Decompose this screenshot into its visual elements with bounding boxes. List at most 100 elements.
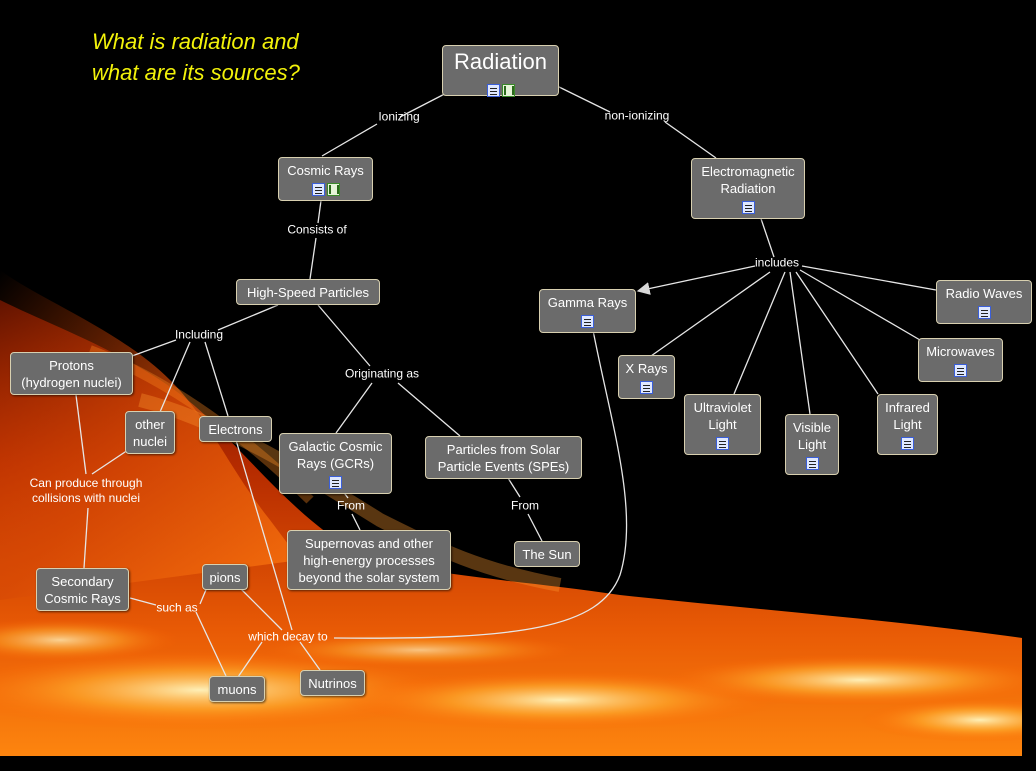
link-label-can-produce: Can produce through collisions with nucl… xyxy=(30,476,143,506)
node-x-rays[interactable]: X Rays xyxy=(618,355,675,399)
line-decay-gamma xyxy=(333,324,628,639)
node-radio-waves[interactable]: Radio Waves xyxy=(936,280,1032,324)
node-electromagnetic-radiation[interactable]: Electromagnetic Radiation xyxy=(691,158,805,219)
node-protons[interactable]: Protons (hydrogen nuclei) xyxy=(10,352,133,395)
node-supernovas-label-3: beyond the solar system xyxy=(298,570,440,585)
node-high-speed-label: High-Speed Particles xyxy=(246,285,370,300)
line-including-protons xyxy=(131,339,177,357)
link-label-ionizing: Ionizing xyxy=(378,109,420,124)
node-uv-label-2: Light xyxy=(708,417,737,432)
line-includes-visible xyxy=(789,271,811,415)
node-solar-particle-events[interactable]: Particles from Solar Particle Events (SP… xyxy=(425,436,582,479)
map-title: What is radiation and what are its sourc… xyxy=(92,26,300,88)
node-muons-label: muons xyxy=(217,682,257,697)
document-icon[interactable] xyxy=(741,201,755,215)
link-label-consists-of: Consists of xyxy=(287,222,347,237)
node-em-label-2: Radiation xyxy=(720,181,776,196)
document-icon[interactable] xyxy=(581,315,594,329)
node-electrons[interactable]: Electrons xyxy=(199,416,272,442)
node-radiation-label: Radiation xyxy=(454,49,547,74)
line-from-sun xyxy=(527,513,543,542)
document-icon[interactable] xyxy=(805,457,819,471)
node-infrared-light[interactable]: Infrared Light xyxy=(877,394,938,455)
node-radiation-resources xyxy=(451,76,550,97)
line-originating-spe xyxy=(397,382,461,437)
node-visible-label-1: Visible xyxy=(792,420,832,435)
line-includes-xrays xyxy=(650,271,771,357)
link-label-includes: includes xyxy=(754,255,800,270)
line-suchas-muons xyxy=(195,611,227,677)
line-originating-gcr xyxy=(335,382,373,434)
node-gcr-label-2: Rays (GCRs) xyxy=(296,456,375,471)
line-protons-canproduce xyxy=(75,394,87,475)
node-visible-resources xyxy=(792,454,832,471)
node-secondary-label-2: Cosmic Rays xyxy=(44,591,121,606)
document-icon[interactable] xyxy=(311,183,325,197)
node-radio-label: Radio Waves xyxy=(945,286,1023,301)
line-including-electrons xyxy=(204,341,229,417)
node-infrared-resources xyxy=(884,434,931,451)
title-line-2: what are its sources? xyxy=(92,60,300,85)
line-spe-from xyxy=(507,477,521,498)
video-icon[interactable] xyxy=(326,183,340,197)
node-xrays-label: X Rays xyxy=(625,361,668,376)
node-electrons-label: Electrons xyxy=(208,422,263,437)
line-othernuclei-canproduce xyxy=(91,449,129,475)
node-gamma-rays[interactable]: Gamma Rays xyxy=(539,289,636,333)
node-spe-label-1: Particles from Solar xyxy=(446,442,561,457)
node-radio-resources xyxy=(943,303,1025,320)
node-nutrinos-label: Nutrinos xyxy=(308,676,357,691)
node-ultraviolet-light[interactable]: Ultraviolet Light xyxy=(684,394,761,455)
node-microwaves[interactable]: Microwaves xyxy=(918,338,1003,382)
link-label-non-ionizing: non-ionizing xyxy=(604,108,670,123)
line-includes-radio xyxy=(801,265,937,291)
node-gamma-label: Gamma Rays xyxy=(547,295,628,310)
node-cosmic-rays[interactable]: Cosmic Rays xyxy=(278,157,373,201)
document-icon[interactable] xyxy=(901,437,914,451)
line-secondary-suchas xyxy=(129,597,157,606)
can-produce-line-2: collisions with nuclei xyxy=(31,491,141,505)
line-from-supernovas xyxy=(351,513,361,531)
node-pions-label: pions xyxy=(209,570,241,585)
line-highspeed-originating xyxy=(317,304,371,367)
node-other-nuclei[interactable]: other nuclei xyxy=(125,411,175,454)
line-including-othernuclei xyxy=(159,341,191,413)
node-em-label-1: Electromagnetic xyxy=(701,164,795,179)
line-nonionizing-em xyxy=(664,121,717,159)
line-decay-muons xyxy=(237,641,263,678)
node-high-speed-particles[interactable]: High-Speed Particles xyxy=(236,279,380,305)
document-icon[interactable] xyxy=(486,83,500,97)
document-icon[interactable] xyxy=(329,476,342,490)
document-icon[interactable] xyxy=(954,364,967,378)
node-visible-light[interactable]: Visible Light xyxy=(785,414,839,475)
node-xrays-resources xyxy=(625,378,668,395)
node-pions[interactable]: pions xyxy=(202,564,248,590)
node-radiation[interactable]: Radiation xyxy=(442,45,559,97)
node-cosmic-rays-label: Cosmic Rays xyxy=(287,163,364,178)
line-decay-nutrinos xyxy=(299,641,321,671)
node-supernovas-label-1: Supernovas and other xyxy=(305,536,433,551)
node-microwaves-resources xyxy=(925,361,996,378)
node-cosmic-rays-resources xyxy=(285,180,366,197)
node-gamma-resources xyxy=(546,312,629,329)
node-supernovas[interactable]: Supernovas and other high-energy process… xyxy=(287,530,451,590)
node-nutrinos[interactable]: Nutrinos xyxy=(300,670,365,696)
line-ionizing-cosmic xyxy=(321,123,378,157)
document-icon[interactable] xyxy=(716,437,729,451)
can-produce-line-1: Can produce through xyxy=(29,476,143,490)
node-infrared-label-1: Infrared xyxy=(885,400,930,415)
node-spe-label-2: Particle Events (SPEs) xyxy=(437,459,570,474)
document-icon[interactable] xyxy=(977,306,991,320)
video-icon[interactable] xyxy=(501,83,515,97)
node-the-sun[interactable]: The Sun xyxy=(514,541,580,567)
node-other-nuclei-label-2: nuclei xyxy=(133,434,167,449)
document-icon[interactable] xyxy=(640,381,653,395)
line-includes-uv xyxy=(733,271,786,395)
node-galactic-cosmic-rays[interactable]: Galactic Cosmic Rays (GCRs) xyxy=(279,433,392,494)
node-muons[interactable]: muons xyxy=(209,676,265,702)
node-gcr-label-1: Galactic Cosmic xyxy=(288,439,383,454)
title-line-1: What is radiation and xyxy=(92,29,299,54)
node-secondary-cosmic-rays[interactable]: Secondary Cosmic Rays xyxy=(36,568,129,611)
